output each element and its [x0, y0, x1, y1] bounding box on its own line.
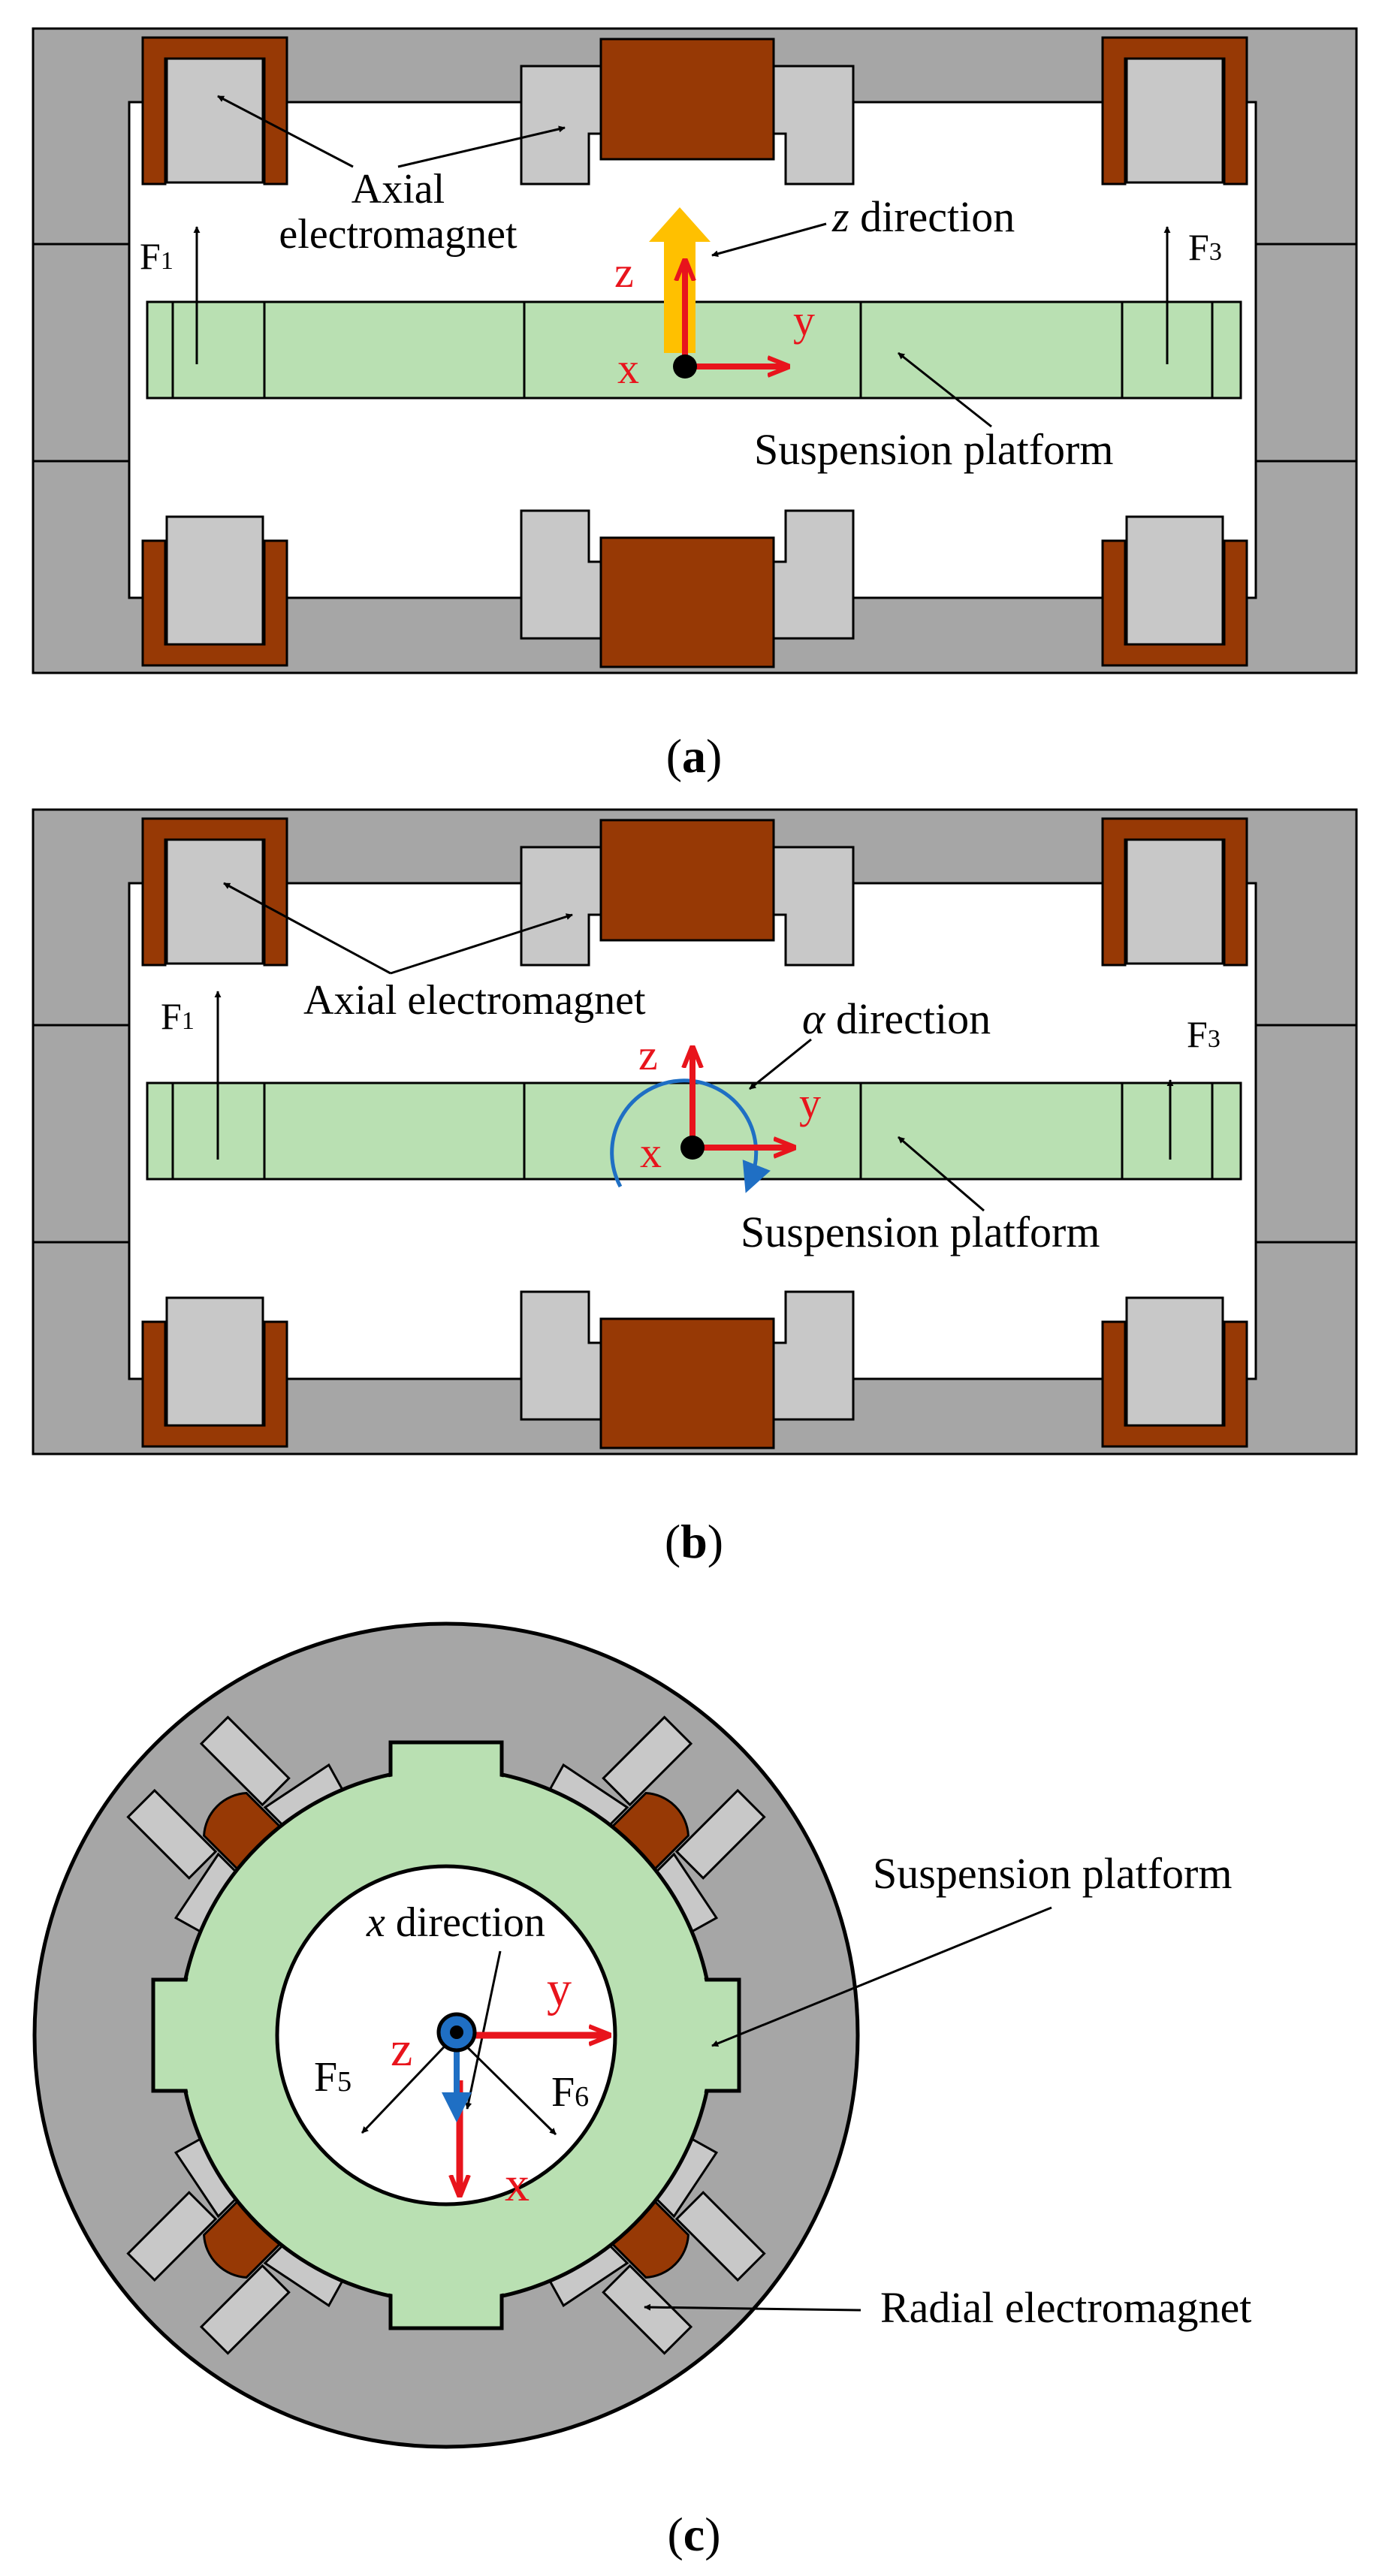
pointer-x-direction	[465, 1950, 502, 2110]
axis-label-z: z	[638, 1030, 658, 1079]
axis-label-x: x	[640, 1128, 662, 1177]
radial-electromagnet-sw	[126, 2137, 344, 2355]
label-x-direction: x direction	[366, 1899, 545, 1946]
force-arrow-f6	[454, 2034, 557, 2136]
caption-c: (c)	[667, 2508, 720, 2561]
pointer-axial-left	[217, 95, 354, 168]
label-suspension-platform: Suspension platform	[873, 1849, 1232, 1898]
pointer-suspension-platform	[898, 351, 992, 428]
label-suspension-platform: Suspension platform	[741, 1208, 1100, 1256]
panel-c: Suspension platform Radial electromagnet…	[32, 1621, 1251, 2561]
force-label-f1: F1	[140, 235, 174, 277]
pointer-axial-center	[390, 913, 573, 975]
radial-electromagnet-ne	[548, 1715, 766, 1933]
caption-b: (b)	[665, 1515, 723, 1568]
axis-label-y: y	[547, 1962, 572, 2016]
pointer-suspension-platform	[711, 1906, 1052, 2047]
axis-label-y: y	[793, 296, 815, 345]
label-alpha-direction: α direction	[802, 994, 991, 1043]
origin-z-dot	[450, 2026, 463, 2039]
rotation-arc	[610, 1078, 771, 1193]
force-arrow-f5	[361, 2034, 457, 2134]
force-label-f6: F6	[551, 2069, 589, 2116]
axis-label-y: y	[799, 1078, 821, 1127]
label-axial-electromagnet-line2: electromagnet	[279, 211, 517, 258]
axis-label-z: z	[614, 248, 634, 297]
axis-label-x: x	[505, 2157, 530, 2212]
force-label-f3: F3	[1187, 1013, 1221, 1055]
pointer-radial-electromagnet	[644, 2303, 861, 2312]
label-axial-electromagnet-line1: Axial	[352, 166, 445, 213]
label-z-direction: z direction	[831, 192, 1015, 241]
label-axial-electromagnet: Axial electromagnet	[303, 977, 646, 1024]
pointer-axial-left	[223, 882, 391, 975]
caption-a: (a)	[666, 729, 723, 783]
pointer-axial-center	[397, 125, 566, 168]
origin-dot	[680, 1136, 705, 1160]
pointer-alpha-direction	[749, 1038, 812, 1090]
force-label-f3: F3	[1188, 226, 1222, 268]
axis-label-z: z	[391, 2022, 412, 2077]
axis-label-x: x	[617, 344, 639, 393]
force-label-f1: F1	[161, 995, 195, 1037]
pointer-z-direction	[711, 222, 827, 258]
panel-b: F1 F3 Axial electromagnet α direction z …	[32, 808, 1358, 1568]
force-label-f5: F5	[314, 2054, 352, 2101]
panel-a: F1 F3 Axial electromagnet z direction z …	[32, 27, 1358, 783]
origin-dot	[673, 354, 697, 379]
label-suspension-platform: Suspension platform	[754, 425, 1113, 474]
label-radial-electromagnet: Radial electromagnet	[880, 2283, 1251, 2332]
pointer-suspension-platform	[898, 1136, 985, 1212]
